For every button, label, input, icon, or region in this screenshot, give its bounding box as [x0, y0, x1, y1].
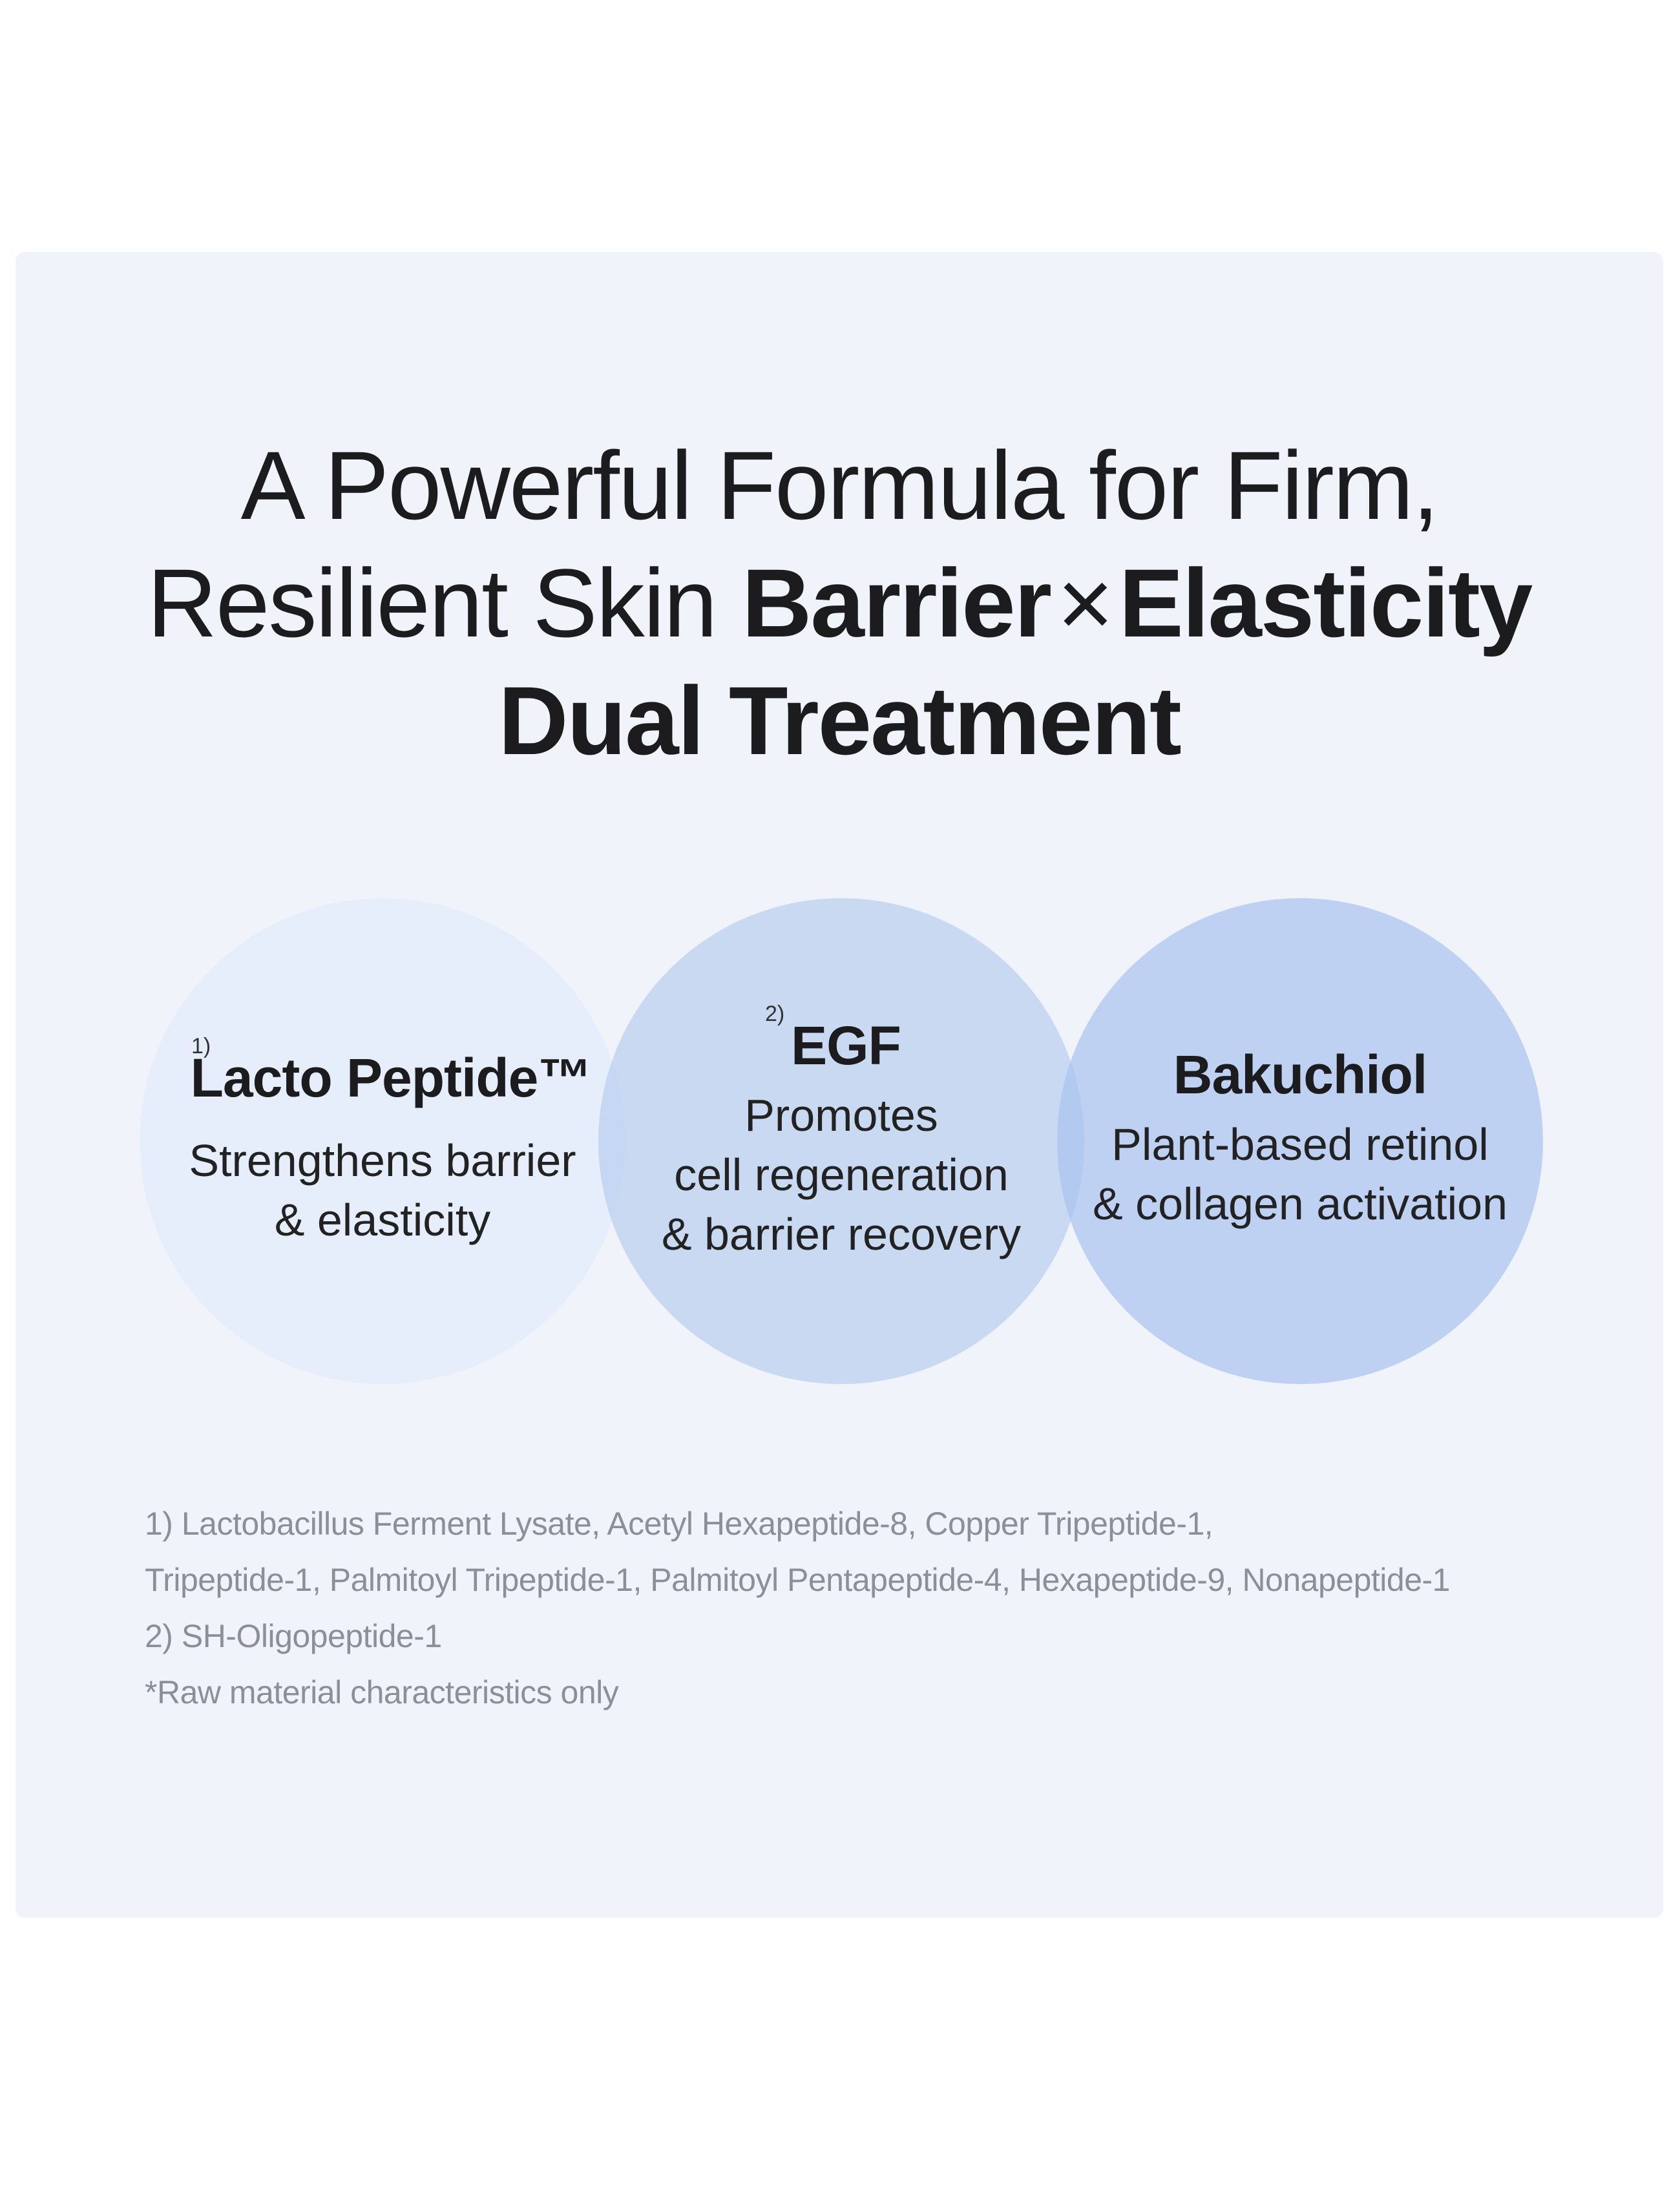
ingredient-desc-line: Plant-based retinol — [1111, 1119, 1489, 1170]
ingredient-name: Bakuchiol — [1173, 1044, 1427, 1105]
ingredient-circle-egf — [598, 898, 1084, 1384]
ingredient-circle-lacto-peptide — [140, 898, 625, 1384]
ingredient-name: Lacto Peptide™ — [190, 1047, 593, 1108]
times-symbol: × — [1057, 549, 1114, 657]
ingredient-desc-line: & collagen activation — [1092, 1179, 1508, 1229]
ingredient-desc-line: Strengthens barrier — [189, 1135, 576, 1186]
ingredient-circle-bakuchiol — [1057, 898, 1543, 1384]
footnote-line: 2) SH-Oligopeptide-1 — [145, 1618, 442, 1654]
footnote-line: Tripeptide-1, Palmitoyl Tripeptide-1, Pa… — [145, 1562, 1450, 1598]
headline-line-1: A Powerful Formula for Firm, — [240, 431, 1440, 540]
footnote-marker-2: 2) — [765, 1002, 785, 1026]
footnote-line: *Raw material characteristics only — [145, 1674, 619, 1710]
ingredient-desc-line: & elasticity — [274, 1195, 491, 1245]
ingredient-name: EGF — [791, 1015, 901, 1076]
headline-dual-treatment: Dual Treatment — [498, 666, 1182, 775]
headline-resilient-skin: Resilient Skin — [147, 549, 742, 657]
ingredient-circles: 1) Lacto Peptide™ Strengthens barrier & … — [16, 252, 1663, 1918]
ingredient-desc-line: cell regeneration — [674, 1150, 1009, 1200]
headline-barrier: Barrier — [742, 549, 1052, 657]
headline-elasticity: Elasticity — [1118, 549, 1533, 657]
content-panel: A Powerful Formula for Firm, Resilient S… — [16, 252, 1663, 1918]
footnote-line: 1) Lactobacillus Ferment Lysate, Acetyl … — [145, 1506, 1213, 1542]
ingredient-desc-line: Promotes — [744, 1090, 938, 1141]
footnote-marker-1: 1) — [191, 1034, 211, 1058]
ingredient-desc-line: & barrier recovery — [661, 1209, 1022, 1259]
headline-line-2: Resilient Skin Barrier×Elasticity — [16, 544, 1663, 662]
headline-line-3: Dual Treatment — [16, 662, 1663, 779]
footnotes: 1) Lactobacillus Ferment Lysate, Acetyl … — [145, 1496, 1599, 1721]
headline: A Powerful Formula for Firm, Resilient S… — [16, 426, 1663, 779]
